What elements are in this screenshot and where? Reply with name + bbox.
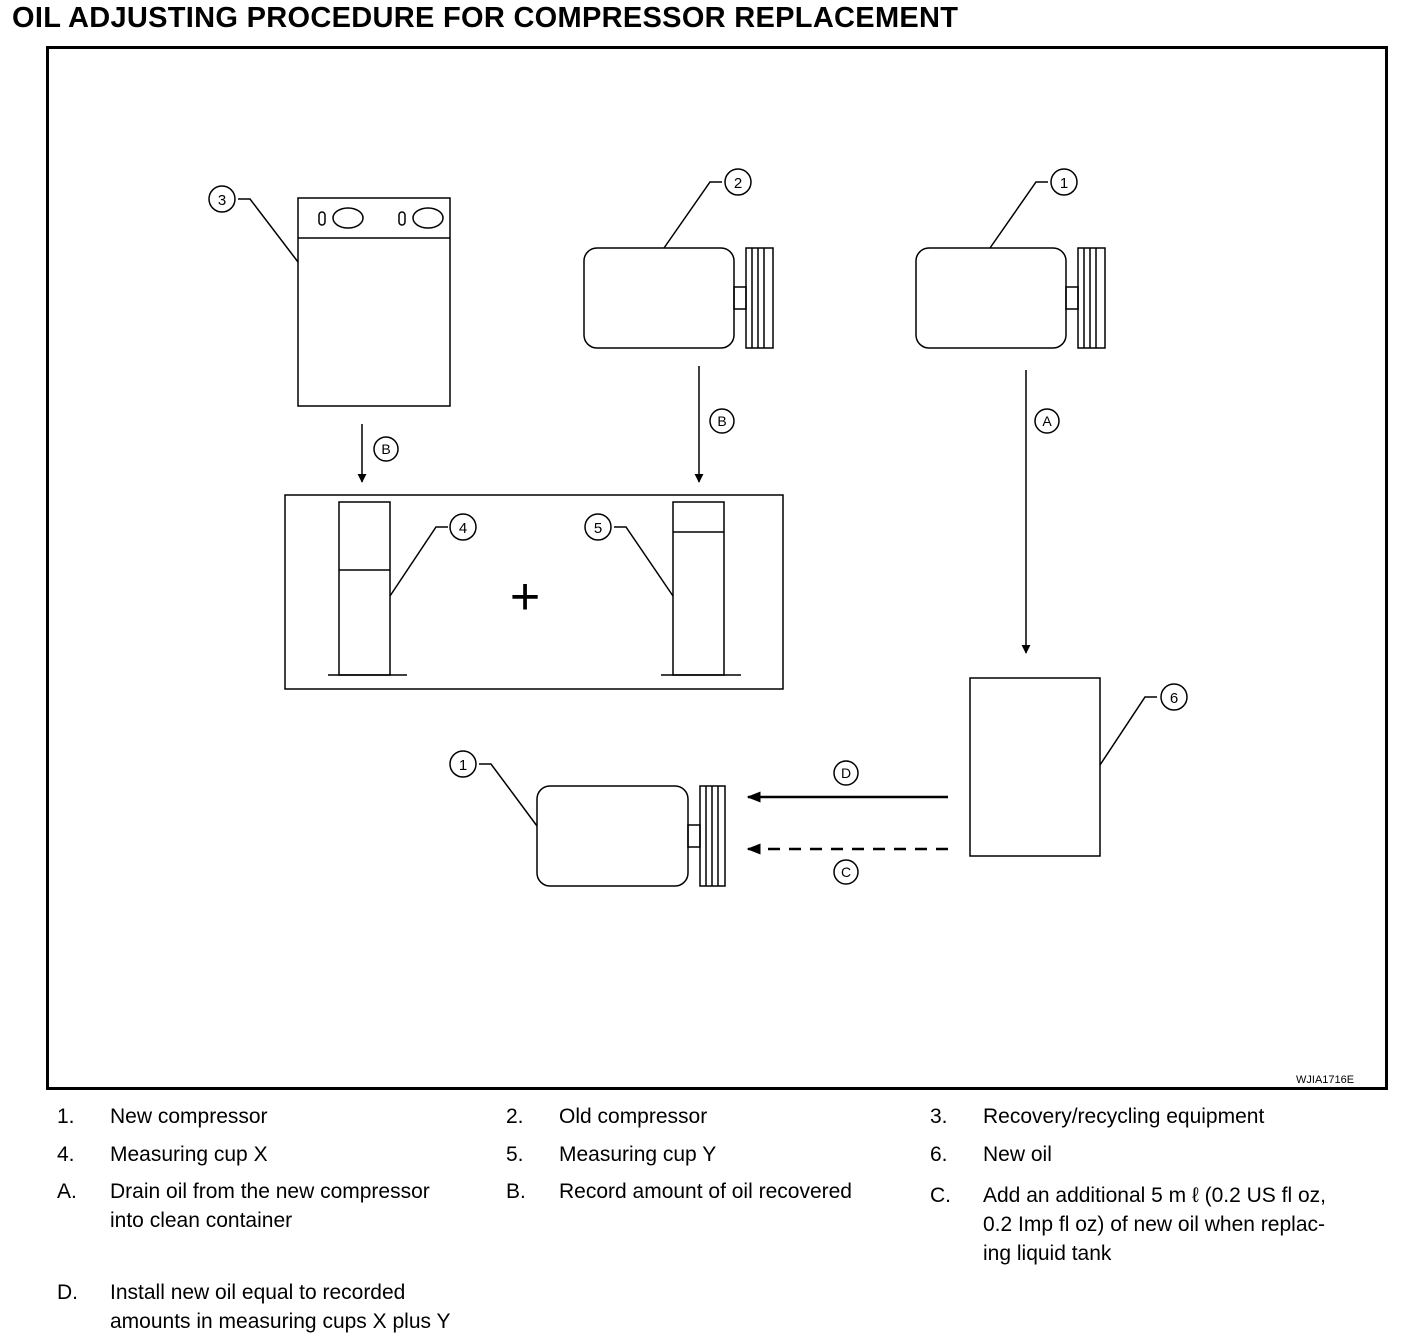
leader-line-6: [1099, 696, 1157, 766]
callout-1-top-circle: [1050, 168, 1078, 196]
procedure-diagram: + 3 2 1 4 5 6 1 B B A D C: [208, 168, 1188, 887]
measuring-cup-y: [661, 501, 741, 676]
callout-5-label: 5: [594, 520, 602, 537]
legend-text: Measuring cup Y: [559, 1143, 717, 1166]
step-a-label: A: [1042, 413, 1052, 429]
legend-text: Record amount of oil recovered: [559, 1180, 852, 1203]
leader-line-1-bottom: [479, 763, 538, 827]
callout-2-label: 2: [734, 175, 742, 192]
recovery-equipment: [297, 197, 451, 407]
step-a-circle: [1034, 408, 1060, 434]
legend-text: Drain oil from the new compressor into c…: [110, 1180, 430, 1232]
legend-key: A.: [57, 1180, 77, 1203]
callout-4-label: 4: [459, 520, 467, 537]
page-title: OIL ADJUSTING PROCEDURE FOR COMPRESSOR R…: [12, 2, 959, 34]
step-b-left-circle: [373, 436, 399, 462]
legend-text: New compressor: [110, 1105, 268, 1128]
step-c-circle: [833, 859, 859, 885]
measuring-panel: [284, 494, 784, 690]
callout-4-circle: [449, 513, 477, 541]
callout-5-circle: [584, 513, 612, 541]
callout-1-bottom-circle: [449, 750, 477, 778]
leader-line-3: [238, 198, 299, 263]
legend-text: Recovery/recycling equipment: [983, 1105, 1265, 1128]
leader-line-4: [389, 526, 448, 597]
legend-text: New oil: [983, 1143, 1052, 1166]
old-compressor: [583, 247, 774, 349]
legend-key: 3.: [930, 1105, 948, 1128]
legend-text: Install new oil equal to recorded amount…: [110, 1281, 451, 1333]
leader-line-2: [663, 181, 722, 249]
legend-key: C.: [930, 1184, 951, 1207]
legend-key: 2.: [506, 1105, 524, 1128]
legend-text: Old compressor: [559, 1105, 708, 1128]
legend-key: D.: [57, 1281, 78, 1304]
callout-6-label: 6: [1170, 690, 1178, 707]
new-compressor-bottom: [536, 785, 726, 887]
plus-sign: +: [510, 568, 540, 626]
leader-line-1-top: [989, 181, 1048, 249]
callout-2-circle: [724, 168, 752, 196]
step-d-circle: [833, 760, 859, 786]
legend-key: B.: [506, 1180, 526, 1203]
new-compressor-top: [915, 247, 1106, 349]
measuring-cup-x: [328, 501, 407, 676]
new-oil-container: [969, 677, 1101, 857]
callout-3-circle: [208, 185, 236, 213]
legend-text: Add an additional 5 m ℓ (0.2 US fl oz, 0…: [983, 1184, 1326, 1265]
callout-1-top-label: 1: [1060, 175, 1068, 192]
callout-1-bottom-label: 1: [459, 757, 467, 774]
legend-key: 6.: [930, 1143, 948, 1166]
leader-line-5: [614, 526, 674, 597]
legend-key: 4.: [57, 1143, 75, 1166]
legend-key: 1.: [57, 1105, 75, 1128]
step-b-mid-label: B: [717, 413, 726, 429]
step-b-mid-circle: [709, 408, 735, 434]
step-d-label: D: [841, 765, 851, 781]
callout-6-circle: [1160, 683, 1188, 711]
figure-code: WJIA1716E: [1296, 1074, 1355, 1086]
step-c-label: C: [841, 864, 851, 880]
legend-text: Measuring cup X: [110, 1143, 268, 1166]
callout-3-label: 3: [218, 192, 226, 209]
legend-key: 5.: [506, 1143, 524, 1166]
diagram-frame: [46, 46, 1388, 1090]
step-b-left-label: B: [381, 441, 390, 457]
